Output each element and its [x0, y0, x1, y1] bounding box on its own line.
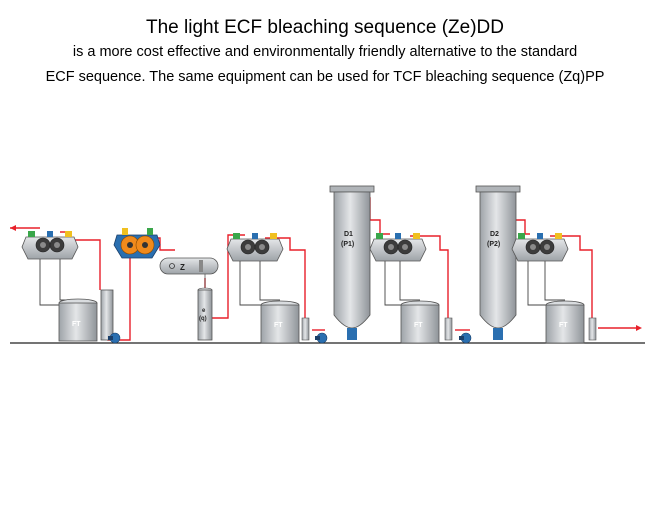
reactor-z-label: Z: [180, 263, 185, 272]
d1-tower: [329, 185, 375, 340]
p2-label: (P2): [487, 241, 500, 248]
connection-lines: [39, 255, 565, 306]
ft-label-2: FT: [274, 322, 283, 329]
d2-tower: [475, 185, 521, 340]
ft-label-1: FT: [72, 321, 81, 328]
washer-4: [511, 232, 569, 262]
washer-3: [369, 232, 427, 262]
washer-1: [21, 230, 79, 260]
washer-2: [226, 232, 284, 262]
tower-q-label: (q): [199, 316, 207, 322]
subtitle-line-2: ECF sequence. The same equipment can be …: [45, 69, 605, 85]
subtitle-line-1: is a more cost effective and environment…: [72, 44, 578, 60]
p1-label: (P1): [341, 241, 354, 248]
d2-label: D2: [490, 231, 499, 238]
pump-3-icon: [458, 332, 472, 344]
standpipe-4: [588, 317, 597, 341]
standpipe-1: [100, 289, 114, 341]
filtrate-tank-1: [58, 298, 98, 342]
tower-e-label: e: [202, 308, 206, 314]
ozone-mixer: [113, 228, 161, 259]
standpipe-2: [301, 317, 310, 341]
outlet-arrow-icon: [636, 325, 642, 331]
standpipe-3: [444, 317, 453, 341]
inlet-arrow-icon: [10, 225, 16, 231]
ft-label-3: FT: [414, 322, 423, 329]
ozone-reactor: [159, 257, 219, 290]
d1-label: D1: [344, 231, 353, 238]
ft-label-4: FT: [559, 322, 568, 329]
eq-tower: [197, 287, 213, 341]
pump-2-icon: [314, 332, 328, 344]
page-title: The light ECF bleaching sequence (Ze)DD: [145, 17, 504, 38]
